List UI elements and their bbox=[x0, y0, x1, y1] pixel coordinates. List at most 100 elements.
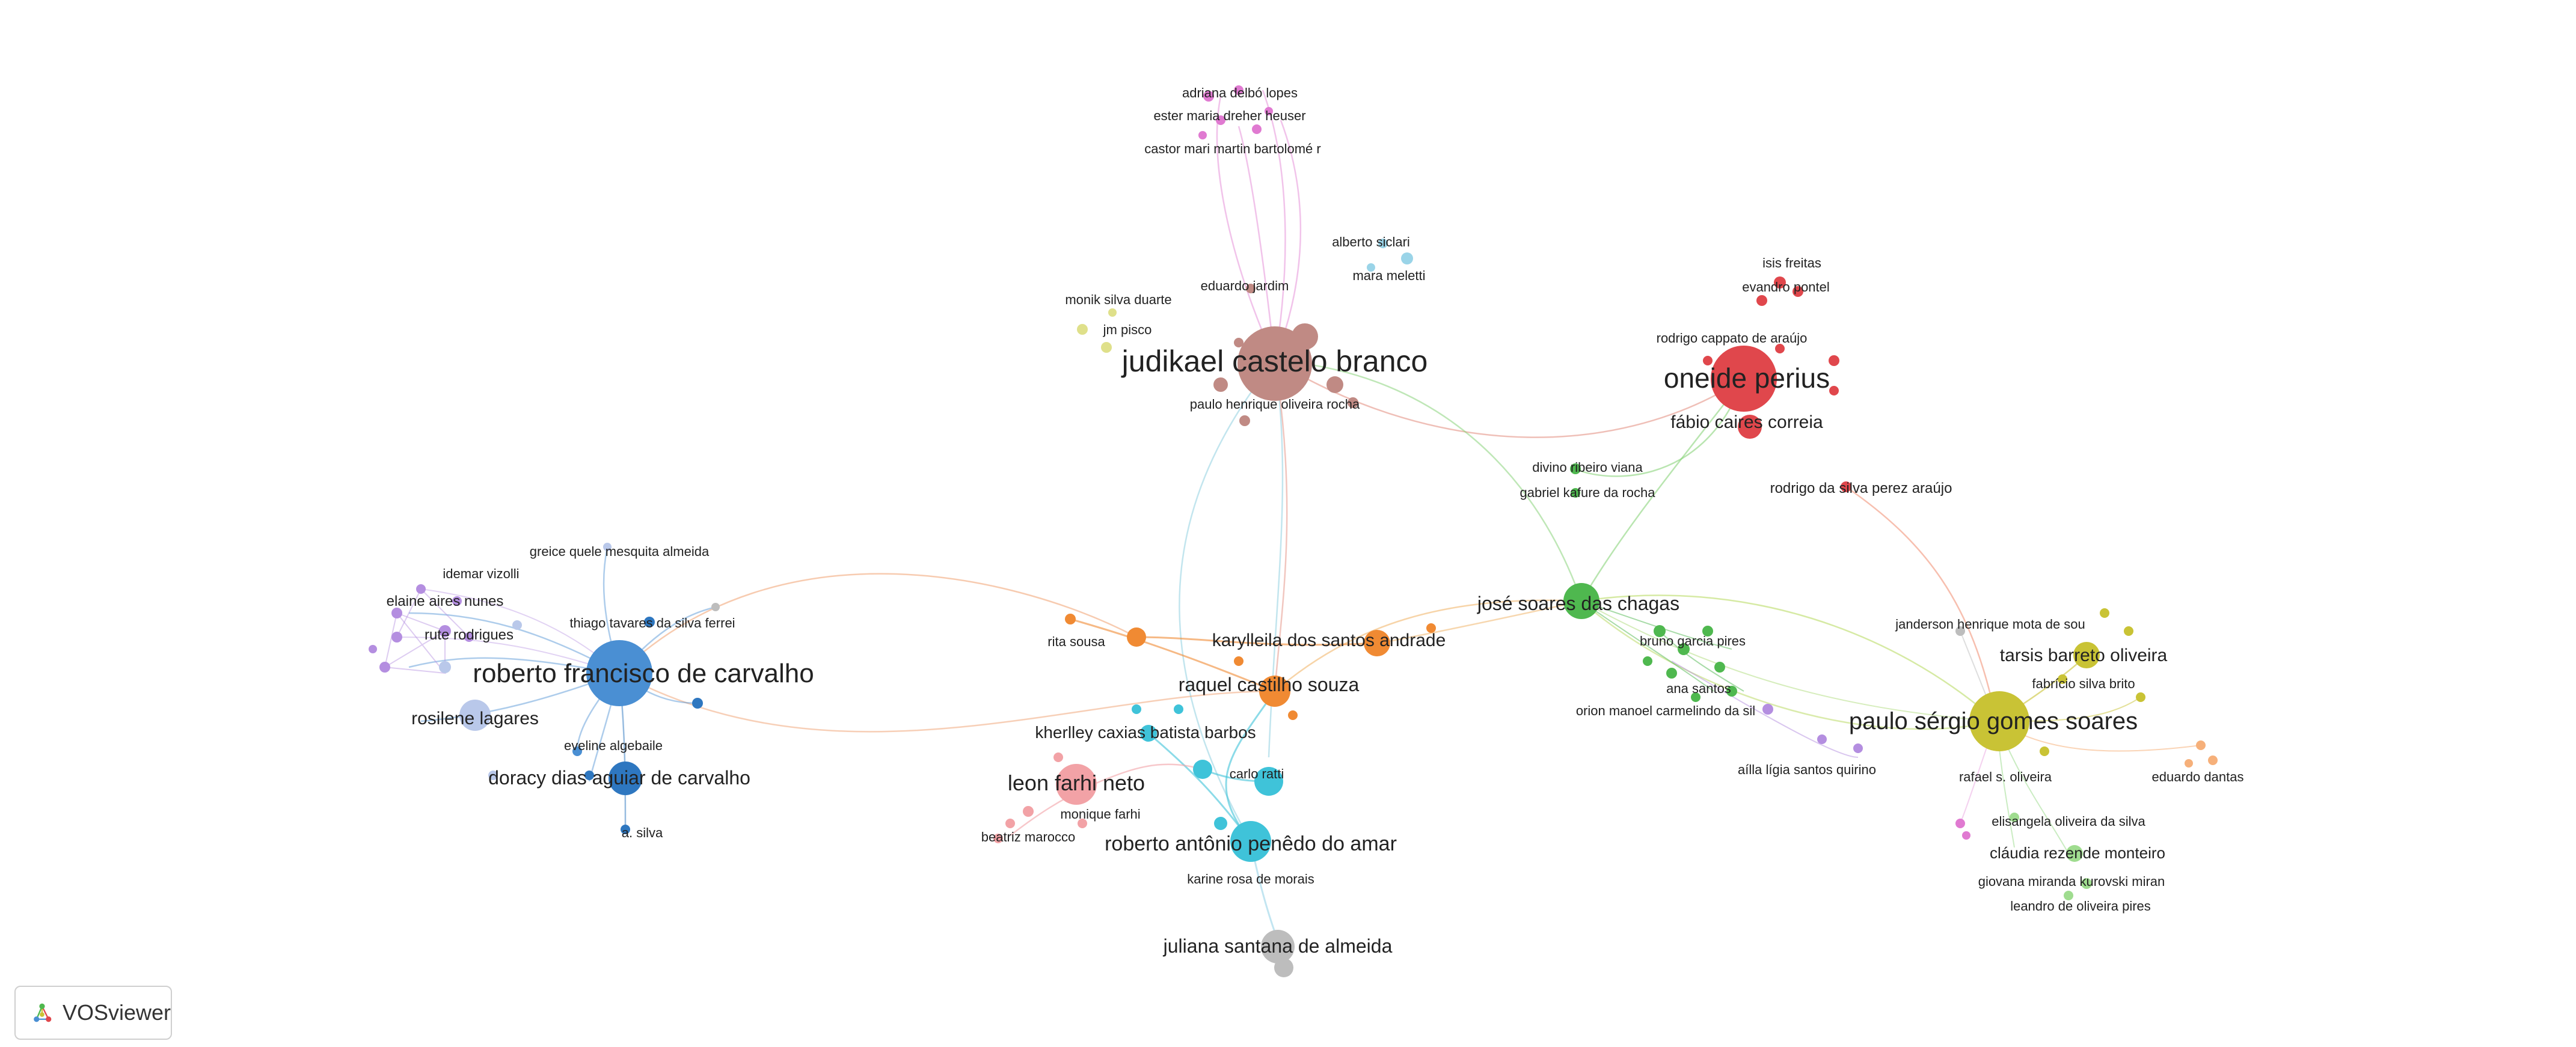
node[interactable] bbox=[993, 834, 1003, 843]
node[interactable] bbox=[1193, 760, 1212, 779]
node[interactable] bbox=[391, 608, 402, 618]
node[interactable] bbox=[2185, 759, 2193, 768]
node[interactable] bbox=[609, 762, 642, 795]
node[interactable] bbox=[1378, 239, 1388, 248]
node[interactable] bbox=[2196, 740, 2206, 750]
node[interactable] bbox=[1127, 627, 1146, 647]
node[interactable] bbox=[1756, 295, 1767, 306]
node[interactable] bbox=[1108, 308, 1117, 317]
node-roberto-carvalho[interactable] bbox=[586, 640, 652, 706]
node[interactable] bbox=[1955, 626, 1965, 636]
node[interactable] bbox=[2100, 608, 2109, 618]
node[interactable] bbox=[1853, 743, 1863, 753]
node[interactable] bbox=[439, 625, 451, 637]
node[interactable] bbox=[369, 645, 377, 653]
node[interactable] bbox=[2136, 692, 2145, 702]
node[interactable] bbox=[1254, 767, 1283, 796]
node[interactable] bbox=[2073, 642, 2100, 668]
node[interactable] bbox=[439, 661, 451, 673]
node[interactable] bbox=[1426, 623, 1436, 633]
node[interactable] bbox=[2124, 626, 2133, 636]
node[interactable] bbox=[1274, 958, 1293, 977]
node[interactable] bbox=[488, 771, 498, 780]
node[interactable] bbox=[1077, 324, 1088, 335]
node[interactable] bbox=[692, 698, 703, 709]
node[interactable] bbox=[1292, 323, 1318, 350]
node[interactable] bbox=[621, 825, 630, 834]
node[interactable] bbox=[1234, 656, 1244, 666]
node[interactable] bbox=[711, 603, 720, 611]
node[interactable] bbox=[1234, 338, 1244, 347]
node[interactable] bbox=[1065, 614, 1076, 624]
node[interactable] bbox=[1214, 817, 1227, 830]
node[interactable] bbox=[1571, 488, 1580, 498]
node[interactable] bbox=[1234, 85, 1244, 95]
node[interactable] bbox=[1213, 377, 1228, 392]
node-jose-chagas[interactable] bbox=[1563, 583, 1599, 619]
node[interactable] bbox=[1216, 115, 1225, 125]
node[interactable] bbox=[1703, 356, 1713, 365]
node[interactable] bbox=[1792, 286, 1803, 297]
node[interactable] bbox=[1364, 630, 1390, 656]
node[interactable] bbox=[1261, 930, 1295, 963]
node[interactable] bbox=[2040, 746, 2049, 756]
vosviewer-badge[interactable]: VOSviewer bbox=[14, 986, 172, 1040]
node[interactable] bbox=[1829, 386, 1839, 395]
node[interactable] bbox=[1023, 806, 1034, 817]
node[interactable] bbox=[1246, 284, 1256, 293]
node[interactable] bbox=[1140, 725, 1157, 742]
node[interactable] bbox=[1259, 676, 1290, 707]
node[interactable] bbox=[1841, 481, 1851, 492]
node[interactable] bbox=[459, 700, 491, 731]
node[interactable] bbox=[1230, 821, 1271, 862]
node[interactable] bbox=[572, 746, 582, 756]
node[interactable] bbox=[2081, 878, 2092, 889]
node[interactable] bbox=[1726, 686, 1737, 697]
node[interactable] bbox=[1691, 692, 1700, 702]
node[interactable] bbox=[1702, 626, 1713, 636]
node[interactable] bbox=[1829, 355, 1839, 366]
node[interactable] bbox=[1239, 415, 1250, 426]
node[interactable] bbox=[464, 632, 474, 642]
node-judikael[interactable] bbox=[1237, 326, 1312, 401]
node[interactable] bbox=[1132, 704, 1141, 714]
node[interactable] bbox=[391, 632, 402, 643]
node[interactable] bbox=[1817, 734, 1827, 744]
node[interactable] bbox=[1265, 107, 1273, 115]
node[interactable] bbox=[1654, 625, 1666, 637]
node[interactable] bbox=[1101, 342, 1112, 353]
node[interactable] bbox=[2058, 674, 2067, 684]
node[interactable] bbox=[1666, 668, 1677, 679]
node[interactable] bbox=[1348, 397, 1358, 408]
node[interactable] bbox=[603, 543, 612, 551]
node[interactable] bbox=[1762, 704, 1773, 715]
node[interactable] bbox=[2066, 845, 2083, 862]
node[interactable] bbox=[584, 771, 594, 780]
node[interactable] bbox=[1775, 344, 1785, 353]
node[interactable] bbox=[1962, 831, 1970, 840]
node[interactable] bbox=[1174, 704, 1183, 714]
node[interactable] bbox=[2064, 891, 2073, 900]
node[interactable] bbox=[1078, 819, 1087, 828]
node[interactable] bbox=[1401, 252, 1413, 264]
node[interactable] bbox=[1252, 124, 1262, 134]
node[interactable] bbox=[379, 662, 390, 673]
node[interactable] bbox=[1053, 752, 1063, 762]
node[interactable] bbox=[2208, 755, 2218, 765]
node[interactable] bbox=[1738, 415, 1762, 439]
node-paulo-soares[interactable] bbox=[1969, 691, 2029, 751]
node[interactable] bbox=[1774, 276, 1786, 288]
node[interactable] bbox=[1326, 376, 1343, 393]
node[interactable] bbox=[452, 596, 462, 606]
node[interactable] bbox=[1643, 656, 1652, 666]
node[interactable] bbox=[2010, 813, 2019, 822]
node[interactable] bbox=[1056, 764, 1097, 805]
node-oneide[interactable] bbox=[1711, 346, 1777, 412]
node[interactable] bbox=[1288, 710, 1298, 720]
node[interactable] bbox=[1678, 643, 1690, 655]
node[interactable] bbox=[644, 617, 655, 627]
node[interactable] bbox=[1203, 91, 1214, 102]
node[interactable] bbox=[1005, 819, 1015, 828]
node[interactable] bbox=[1714, 662, 1725, 673]
